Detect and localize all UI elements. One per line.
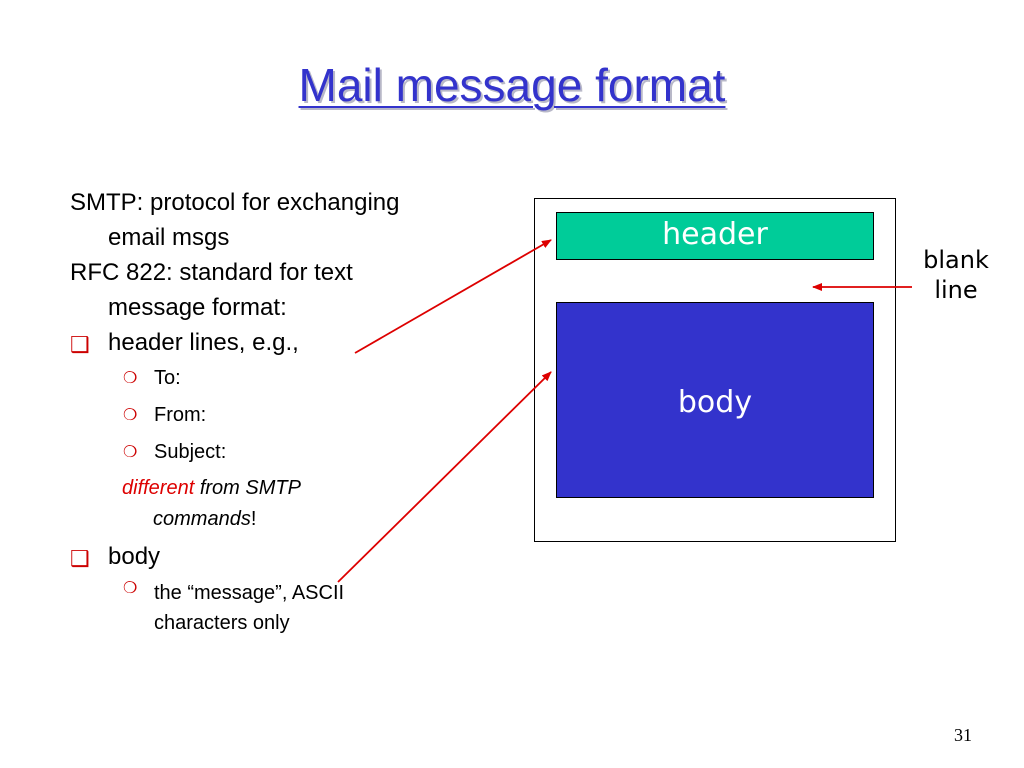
note-exclamation: ! xyxy=(250,508,257,530)
header-item-from: ❍ From: xyxy=(70,397,490,434)
rfc-line-1: RFC 822: standard for text xyxy=(70,259,353,286)
slide-content: SMTP: protocol for exchanging email msgs… xyxy=(70,185,490,638)
header-lines-text: header lines, e.g., xyxy=(108,329,299,356)
smtp-line-2: email msgs xyxy=(108,224,230,251)
header-item-text: Subject: xyxy=(154,441,227,463)
header-item-text: To: xyxy=(154,367,181,389)
body-item-line-1: the “message”, ASCII xyxy=(154,582,345,604)
page-number: 31 xyxy=(954,725,972,745)
header-arrow xyxy=(354,239,552,354)
body-bullet-text: body xyxy=(108,543,161,570)
smtp-line-1: SMTP: protocol for exchanging xyxy=(70,189,400,216)
body-item: ❍ the “message”, ASCII characters only xyxy=(70,574,490,638)
rfc-definition: RFC 822: standard for text message forma… xyxy=(70,255,490,325)
blank-line-label-1: blank xyxy=(923,246,989,274)
header-lines-bullet: ❑ header lines, e.g., xyxy=(70,325,490,360)
body-arrow xyxy=(337,371,552,583)
slide-title: Mail message format xyxy=(298,59,726,111)
square-bullet-icon: ❑ xyxy=(70,546,90,571)
note-from-smtp: from SMTP xyxy=(194,477,301,499)
smtp-definition: SMTP: protocol for exchanging email msgs xyxy=(70,185,490,255)
body-box-label: body xyxy=(677,385,753,420)
circle-bullet-icon: ❍ xyxy=(123,407,138,424)
blank-line-label-2: line xyxy=(934,276,978,304)
blank-line-label: blank line xyxy=(912,245,1000,305)
circle-bullet-icon: ❍ xyxy=(123,444,138,461)
body-bullet: ❑ body xyxy=(70,539,490,574)
square-bullet-icon: ❑ xyxy=(70,332,90,357)
header-box: header xyxy=(556,212,874,260)
note-different: different xyxy=(122,477,195,499)
note-commands: commands xyxy=(153,508,251,530)
header-box-label: header xyxy=(662,217,768,252)
header-item-text: From: xyxy=(154,404,207,426)
header-item-subject: ❍ Subject: xyxy=(70,434,490,471)
smtp-difference-note: different from SMTP commands! xyxy=(70,473,490,535)
body-item-line-2: characters only xyxy=(154,612,290,634)
rfc-line-2: message format: xyxy=(108,294,287,321)
circle-bullet-icon: ❍ xyxy=(123,580,138,597)
circle-bullet-icon: ❍ xyxy=(123,370,138,387)
header-item-to: ❍ To: xyxy=(70,360,490,397)
body-box: body xyxy=(556,302,874,498)
